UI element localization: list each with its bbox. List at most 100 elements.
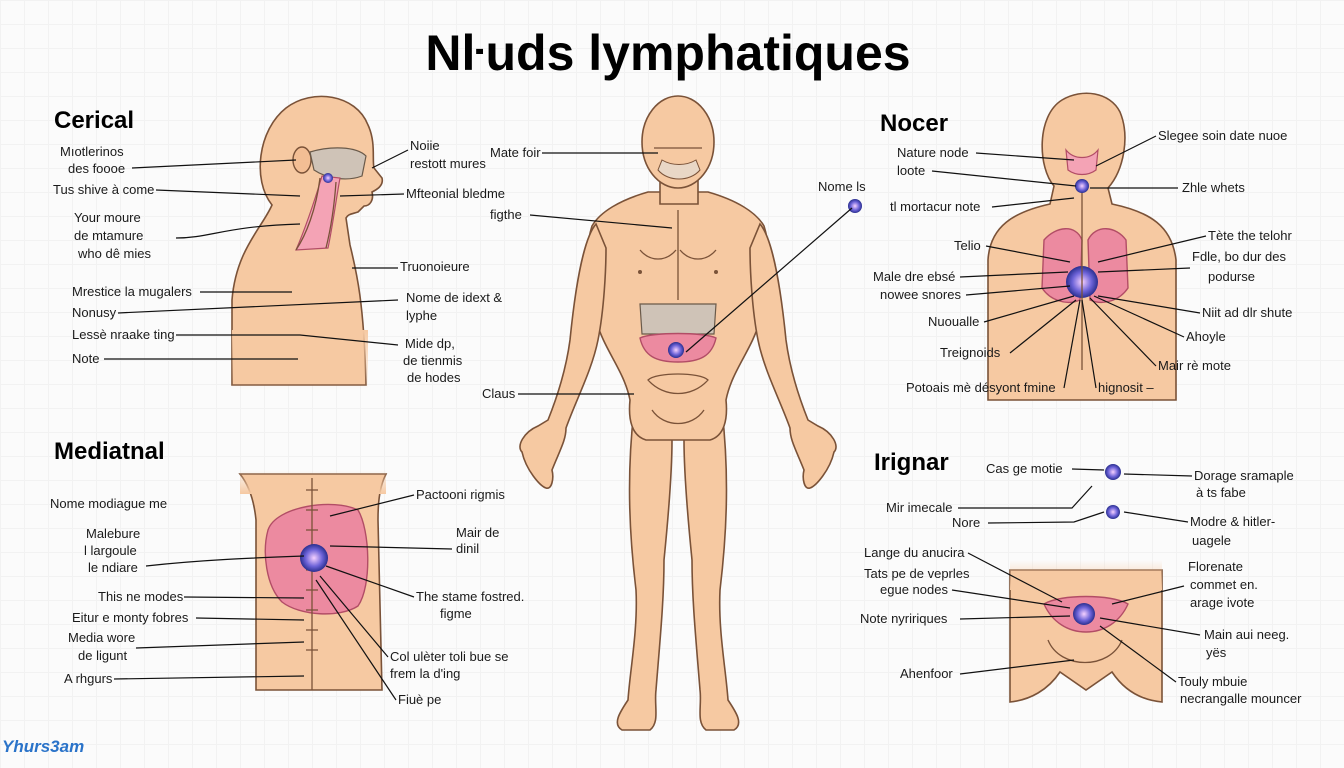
label-t15: Niit ad dlr shute <box>1202 305 1292 320</box>
label-i9: Dorage sramaple <box>1194 468 1294 483</box>
inguinal-panel: Irignar Cas ge motie Mir imecale Nore La… <box>860 449 1302 706</box>
right-arm <box>749 222 837 489</box>
label-i18: Touly mbuie <box>1178 674 1247 689</box>
label-c18: de tienmis <box>403 353 463 368</box>
floating-node-2 <box>1105 464 1121 480</box>
label-c4: Your moure <box>74 210 141 225</box>
left-leg <box>616 408 673 731</box>
label-c12: restott mures <box>410 156 486 171</box>
label-t5: Male dre ebsé <box>873 269 955 284</box>
label-m2: Malebure <box>86 526 140 541</box>
label-i15: arage ivote <box>1190 595 1254 610</box>
label-i5: Tats pe de veprles <box>864 566 970 581</box>
label-m9: A rhgurs <box>64 671 113 686</box>
neck-node <box>1075 179 1089 193</box>
label-c16: lyphe <box>406 308 437 323</box>
label-m4: le ndiare <box>88 560 138 575</box>
label-i2: Mir imecale <box>886 500 952 515</box>
cervical-panel: Cerical Mıotlerinos des foooe Tus shive … <box>53 95 505 390</box>
label-i1: Cas ge motie <box>986 461 1063 476</box>
label-i11: Modre & hitler- <box>1190 514 1275 529</box>
label-b3: Claus <box>482 386 516 401</box>
floating-node-3 <box>1106 505 1120 519</box>
label-m8: de ligunt <box>78 648 128 663</box>
label-c19: de hodes <box>407 370 461 385</box>
label-m7: Media wore <box>68 630 135 645</box>
label-i13: Florenate <box>1188 559 1243 574</box>
label-t1: Nature node <box>897 145 969 160</box>
floating-node-1 <box>848 199 862 213</box>
label-m6: Eitur e monty fobres <box>72 610 189 625</box>
page-title: Nŀuds lymphatiques <box>425 25 910 81</box>
label-m12: dinil <box>456 541 479 556</box>
jaw-tissue <box>1065 148 1099 176</box>
label-i3: Nore <box>952 515 980 530</box>
label-c5: de mtamure <box>74 228 143 243</box>
label-i7: Note nyririques <box>860 611 948 626</box>
label-c7: Mrestice la mugalers <box>72 284 192 299</box>
label-c11: Noiie <box>410 138 440 153</box>
label-t12: Tète the telohr <box>1208 228 1292 243</box>
label-m11: Mair de <box>456 525 499 540</box>
label-t13: Fdle, bo dur des <box>1192 249 1286 264</box>
section-title-inguinal: Irignar <box>874 449 949 476</box>
full-body-figure: Mate foir figthe Claus Nome ls <box>482 95 866 731</box>
label-m15: Col ulèter toli bue se <box>390 649 509 664</box>
label-c9: Lessè nraake ting <box>72 327 175 342</box>
label-m14: figme <box>440 606 472 621</box>
label-b2: figthe <box>490 207 522 222</box>
label-b1: Mate foir <box>490 145 541 160</box>
mediastinal-panel: Mediatnal Nome modiague me Malebure l la… <box>50 438 524 707</box>
label-t9: Potoais mè désyont fmine <box>906 380 1056 395</box>
label-b4: Nome ls <box>818 179 866 194</box>
abdominal-node <box>668 342 684 358</box>
nasal-cavity <box>309 147 367 180</box>
mediastinal-node <box>300 544 328 572</box>
pelvis <box>647 373 709 394</box>
label-c8: Nonusy <box>72 305 117 320</box>
label-t8: Treignoids <box>940 345 1001 360</box>
label-t7: Nuoualle <box>928 314 979 329</box>
label-m13: The stame fostred. <box>416 589 524 604</box>
label-i14: commet en. <box>1190 577 1258 592</box>
label-t16: Ahoyle <box>1186 329 1226 344</box>
thoracic-panel: Nocer Nature node loote tl mortacur note… <box>873 92 1292 401</box>
label-i10: à ts fabe <box>1196 485 1246 500</box>
mouth <box>657 159 701 180</box>
label-i6: egue nodes <box>880 582 948 597</box>
label-m5: This ne modes <box>98 589 184 604</box>
label-t17: Mair rè mote <box>1158 358 1231 373</box>
watermark-logo: Yhurs3am <box>2 737 84 756</box>
label-t2: loote <box>897 163 925 178</box>
label-i12: uagele <box>1192 533 1231 548</box>
label-c3: Tus shive à come <box>53 182 154 197</box>
label-i17: yës <box>1206 645 1227 660</box>
label-c6: who dê mies <box>77 246 151 261</box>
label-t14: podurse <box>1208 269 1255 284</box>
abdominal-organs <box>639 303 717 335</box>
label-c1: Mıotlerinos <box>60 144 124 159</box>
label-t18: hignosit – <box>1098 380 1154 395</box>
label-c2: des foooe <box>68 161 125 176</box>
section-title-cervical: Cerical <box>54 107 134 134</box>
left-arm <box>519 222 607 489</box>
cervical-node <box>323 173 333 183</box>
label-m10: Pactooni rigmis <box>416 487 505 502</box>
label-t11: Zhle whets <box>1182 180 1245 195</box>
section-title-thoracic: Nocer <box>880 110 948 137</box>
label-m16: frem la d'ing <box>390 666 460 681</box>
label-c10: Note <box>72 351 99 366</box>
label-t3: tl mortacur note <box>890 199 980 214</box>
right-lung <box>1087 228 1129 304</box>
label-c17: Mide dp, <box>405 336 455 351</box>
label-i8: Ahenfoor <box>900 666 953 681</box>
section-title-mediastinal: Mediatnal <box>54 438 165 465</box>
label-c13: Mfteonial bledme <box>406 186 505 201</box>
label-i19: necrangalle mouncer <box>1180 691 1302 706</box>
label-m3: l largoule <box>84 543 137 558</box>
cervical-fade <box>232 330 368 390</box>
label-m1: Nome modiague me <box>50 496 167 511</box>
label-t4: Telio <box>954 238 981 253</box>
